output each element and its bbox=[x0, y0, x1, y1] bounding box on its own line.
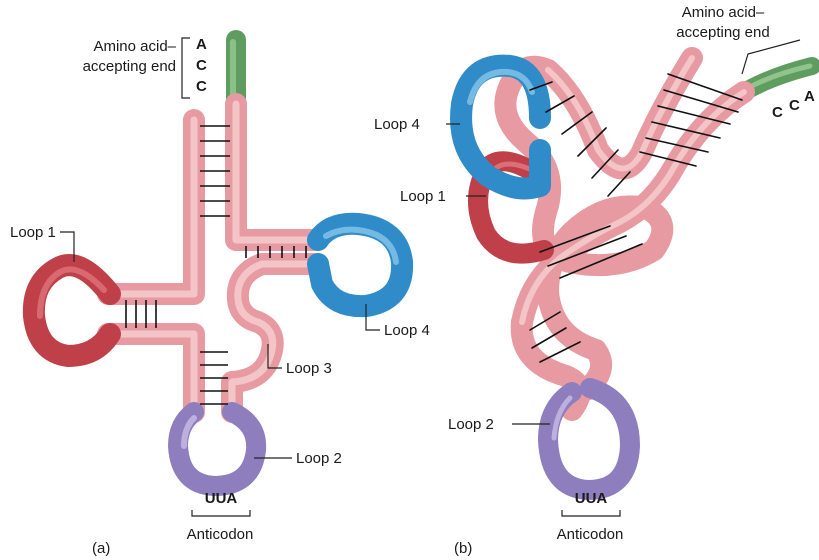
acceptor-label-b-line1: Amino acid– bbox=[648, 4, 798, 22]
acceptor-label-a-line2: accepting end bbox=[36, 58, 176, 76]
anticodon-seq-b: UUA bbox=[556, 490, 626, 508]
acceptor-label-b-line2: accepting end bbox=[648, 24, 798, 42]
acceptor-base-b3: A bbox=[804, 88, 815, 106]
loop4-label-a: Loop 4 bbox=[384, 322, 430, 340]
loop4-label-b: Loop 4 bbox=[374, 116, 420, 134]
anticodon-seq-a: UUA bbox=[186, 490, 256, 508]
panel-b-tertiary bbox=[461, 58, 812, 490]
panel-a-caption: (a) bbox=[92, 540, 110, 558]
acceptor-base-b2: C bbox=[789, 97, 800, 115]
anticodon-label-b: Anticodon bbox=[530, 526, 650, 544]
panel-a-cloverleaf bbox=[34, 40, 402, 486]
loop1-red-a bbox=[34, 265, 110, 356]
anticodon-label-a: Anticodon bbox=[160, 526, 280, 544]
loop4-blue-a bbox=[318, 224, 402, 306]
acceptor-label-a-line1: Amino acid– bbox=[36, 38, 176, 56]
acceptor-base-b1: C bbox=[772, 104, 783, 122]
loop2-label-b: Loop 2 bbox=[448, 416, 494, 434]
loop3-label-a: Loop 3 bbox=[286, 360, 332, 378]
loop1-label-b: Loop 1 bbox=[400, 188, 446, 206]
acceptor-base-a3: C bbox=[196, 78, 207, 96]
acceptor-base-a1: A bbox=[196, 36, 207, 54]
loop2-purple-b bbox=[548, 388, 630, 490]
loop2-label-a: Loop 2 bbox=[296, 450, 342, 468]
loop1-label-a: Loop 1 bbox=[10, 224, 56, 242]
acceptor-base-a2: C bbox=[196, 57, 207, 75]
panel-b-caption: (b) bbox=[454, 540, 472, 558]
loop2-purple-a bbox=[178, 412, 256, 486]
